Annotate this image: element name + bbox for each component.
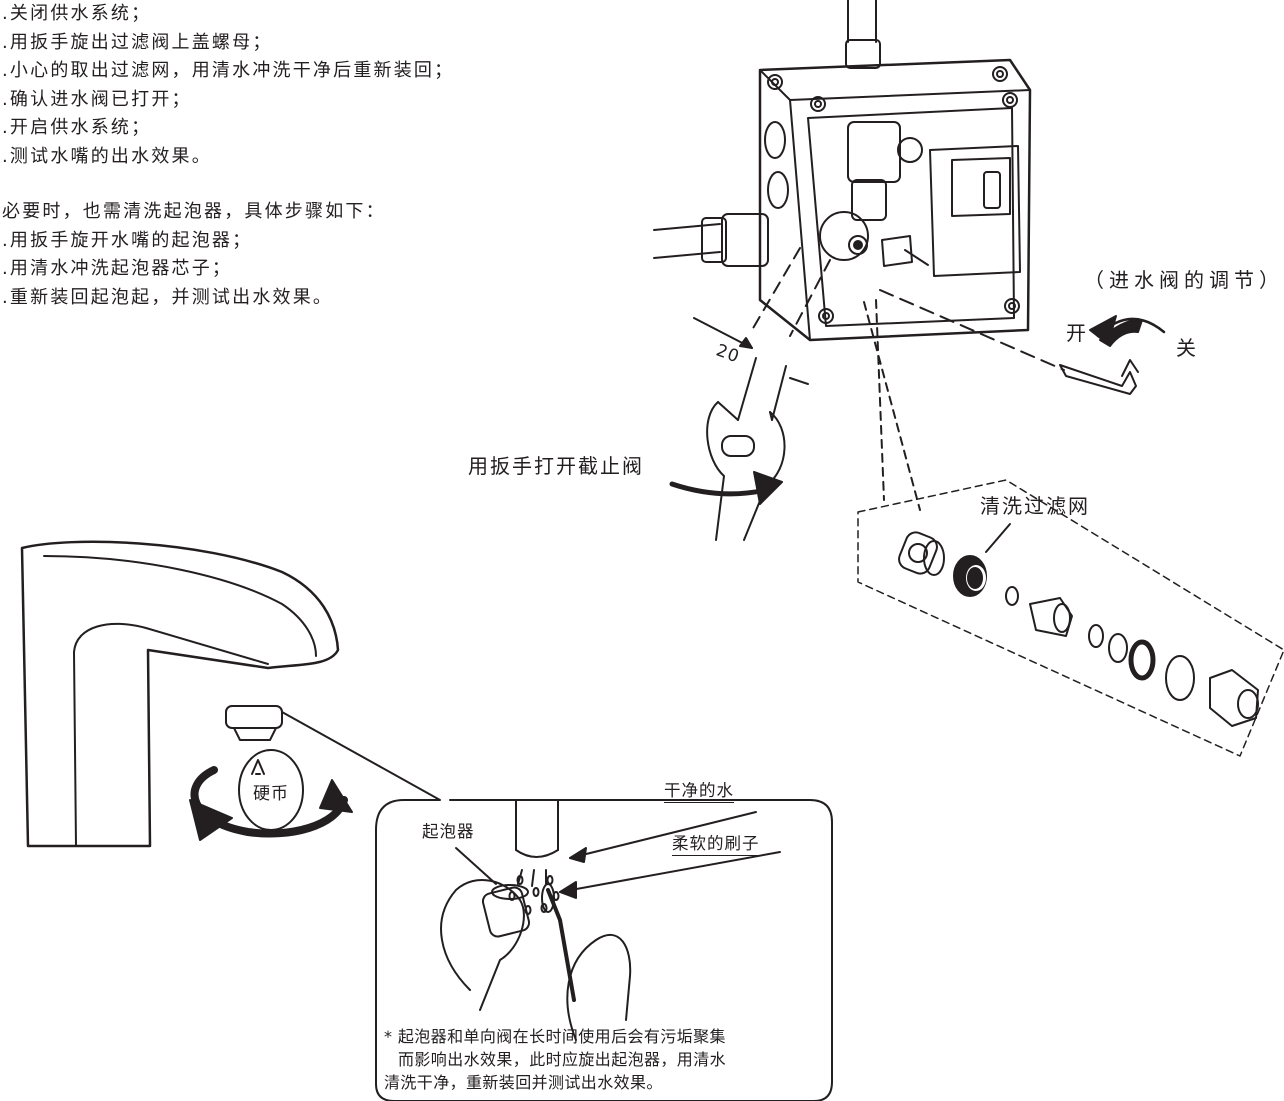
note-line-3: 清洗干净，重新装回并测试出水效果。 — [384, 1073, 663, 1092]
valve-adjust-label: （进水阀的调节） — [1084, 268, 1284, 292]
step-2: .用扳手旋出过滤阀上盖螺母； — [2, 31, 273, 53]
step-5: .开启供水系统； — [2, 117, 152, 138]
aerator-cleaning-callout — [281, 711, 833, 1101]
aerator-note: * 起泡器和单向阀在长时间使用后会有污垢聚集 而影响出水效果，此时应旋出起泡器，… — [384, 1025, 726, 1094]
step-6: .测试水嘴的出水效果。 — [2, 145, 212, 167]
aerator-step-1: .用扳手旋开水嘴的起泡器； — [2, 229, 253, 251]
aerator-leader — [455, 847, 497, 885]
brush-leader — [559, 851, 781, 893]
valve-rotation-arrow — [1089, 315, 1166, 347]
hands-cleaning-illustration — [440, 878, 632, 1041]
clean-water-leader — [569, 811, 757, 859]
filter-leader-line — [985, 523, 1011, 553]
wrench-turn-arrowhead — [753, 471, 783, 505]
note-line-2: 而影响出水效果，此时应旋出起泡器，用清水 — [398, 1050, 727, 1069]
step-1: .关闭供水系统； — [2, 3, 152, 24]
coin-label: 硬币 — [253, 784, 289, 804]
control-box-illustration — [653, 0, 1032, 342]
hex-key-illustration — [879, 289, 1139, 395]
clean-water-label: 干净的水 — [664, 777, 734, 803]
aerator-step-2: .用清水冲洗起泡器芯子； — [2, 258, 233, 279]
aerator-label: 起泡器 — [422, 822, 475, 841]
open-stop-valve-label: 用扳手打开截止阀 — [468, 454, 644, 478]
coin-rotation-arrow — [190, 766, 348, 838]
note-line-1: * 起泡器和单向阀在长时间使用后会有污垢聚集 — [384, 1027, 726, 1046]
maintenance-steps: .关闭供水系统； .用扳手旋出过滤阀上盖螺母； .小心的取出过滤网，用清水冲洗干… — [2, 0, 454, 312]
aerator-step-3: .重新装回起泡起，并测试出水效果。 — [2, 286, 334, 308]
filter-exploded-view — [857, 479, 1284, 757]
soft-brush-label: 柔软的刷子 — [672, 830, 760, 856]
faucet-illustration — [20, 540, 340, 848]
wrench-turn-arrow — [669, 481, 769, 497]
wrench-illustration — [693, 247, 831, 541]
step-3: .小心的取出过滤网，用清水冲洗干净后重新装回； — [2, 60, 455, 81]
close-label: 关 — [1176, 336, 1198, 360]
aerator-intro: 必要时，也需清洗起泡器，具体步骤如下： — [2, 201, 386, 222]
open-label: 开 — [1066, 321, 1088, 345]
step-4: .确认进水阀已打开； — [2, 88, 192, 110]
clean-filter-label: 清洗过滤网 — [980, 494, 1090, 518]
